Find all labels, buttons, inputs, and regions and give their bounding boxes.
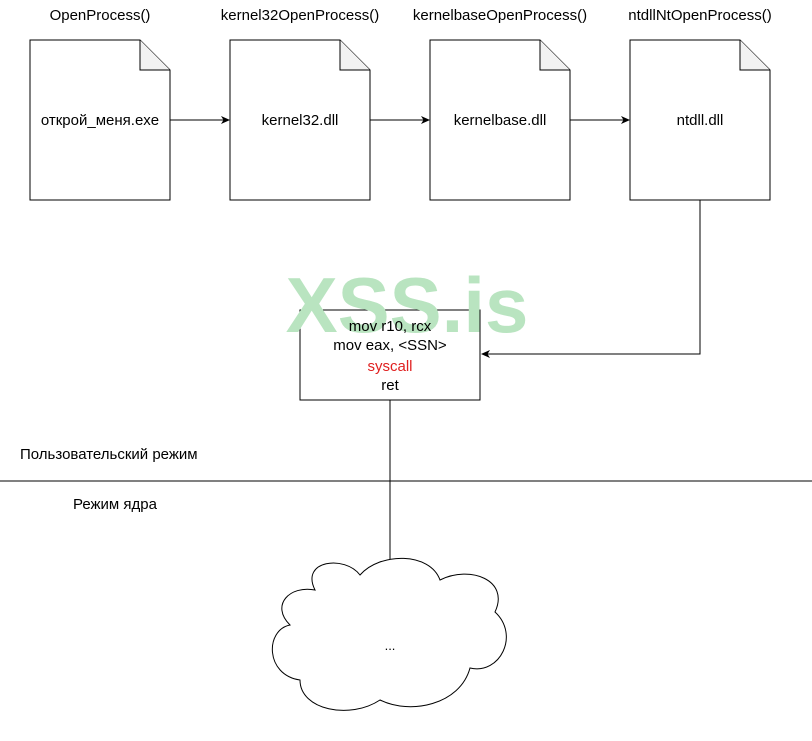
call-label-kernel32: kernel32OpenProcess() [221,7,379,24]
document-kernel32-label: kernel32.dll [262,112,339,129]
document-kernelbase: kernelbase.dll [429,39,571,201]
call-label-openprocess: OpenProcess() [50,7,151,24]
kernel-cloud: ... [271,557,507,711]
stub-line-ret: ret [381,377,399,394]
arrow-ntdll-to-stub [481,200,701,358]
call-label-kernelbase: kernelbaseOpenProcess() [413,7,587,24]
document-kernel32: kernel32.dll [229,39,371,201]
document-ntdll-label: ntdll.dll [677,112,724,129]
document-ntdll: ntdll.dll [629,39,771,201]
document-kernelbase-label: kernelbase.dll [454,112,547,129]
stub-line-mov-eax: mov eax, <SSN> [333,337,447,354]
document-exe-label: открой_меня.exe [41,112,159,129]
watermark: XSS.is [286,261,529,349]
kernel-cloud-label: ... [385,638,396,653]
syscall-stub-box [299,309,481,401]
document-exe: открой_меня.exe [29,39,171,201]
stub-line-syscall: syscall [367,358,412,375]
kernel-mode-label: Режим ядра [73,496,158,513]
call-label-ntdll: ntdllNtOpenProcess() [628,7,771,24]
user-mode-label: Пользовательский режим [20,446,198,463]
stub-line-mov-r10: mov r10, rcx [349,318,432,335]
